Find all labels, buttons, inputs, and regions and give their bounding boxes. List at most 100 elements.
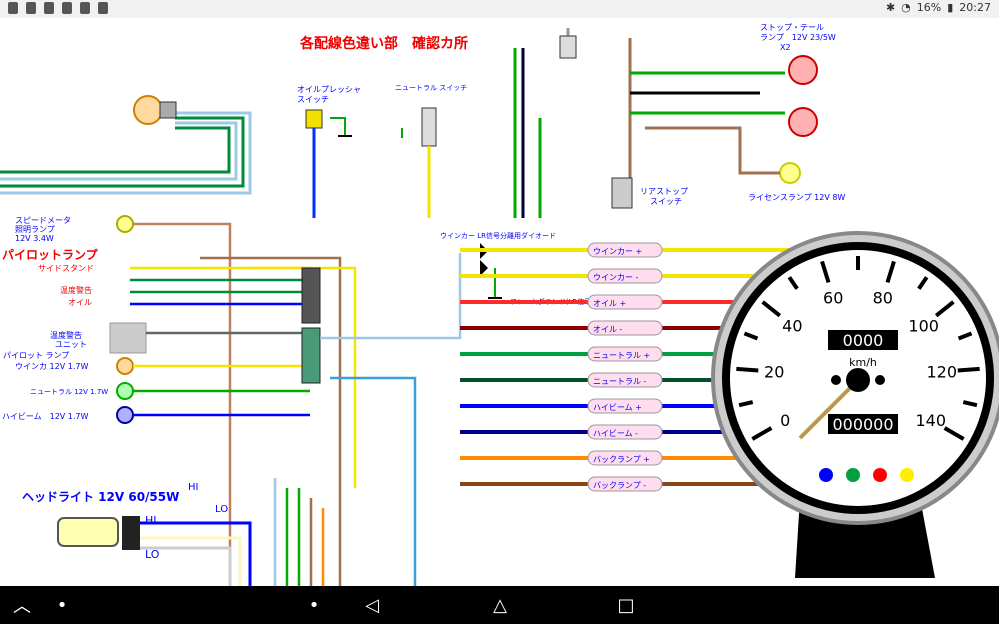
meter-tick-label: 20 xyxy=(764,363,784,382)
meter-tick-label: 60 xyxy=(823,289,843,308)
meter-tick xyxy=(962,400,978,408)
battery-icon: ▮ xyxy=(947,1,954,14)
hi-label: HI xyxy=(145,514,157,527)
back-button[interactable]: ◁ xyxy=(365,594,379,616)
meter-tick-label: 120 xyxy=(926,363,957,382)
lo-label-2: LO xyxy=(215,504,228,515)
temp-warn-label: 温度警告 xyxy=(60,285,92,295)
image-icon xyxy=(44,2,54,14)
app-icon xyxy=(98,2,108,14)
rear-stop-switch-icon xyxy=(611,177,633,209)
meter-indicators xyxy=(819,468,914,482)
shield-icon xyxy=(62,2,72,14)
meter-screw xyxy=(831,375,841,385)
trip-value: 000000 xyxy=(832,415,893,434)
indicator-light xyxy=(873,468,887,482)
image-icon xyxy=(26,2,36,14)
indicator-light xyxy=(900,468,914,482)
meter-tick-label: 140 xyxy=(915,411,946,430)
needle-hub xyxy=(846,368,870,392)
connector-block-a xyxy=(301,267,321,324)
tail-lamp-icon xyxy=(788,107,818,137)
wiring-diagram: 各配線色違い部 確認カ所 オイルプレッシャ スイッチ ニュートラル スイッチ ス… xyxy=(0,23,999,586)
connector-icon xyxy=(559,35,577,59)
highbeam-pilot-icon xyxy=(116,406,134,424)
rear-stop-label-2: スイッチ xyxy=(650,197,682,206)
stop-lamp-icon xyxy=(788,55,818,85)
temp-unit-label-2: ユニット xyxy=(55,340,87,349)
stop-tail-label-2: ランプ 12V 23/5W xyxy=(760,33,836,42)
meter-tick xyxy=(787,276,799,290)
headlight-label: ヘッドライト 12V 60/55W xyxy=(22,490,179,504)
side-stand-label: サイドスタンド xyxy=(38,264,94,273)
chevron-up-icon[interactable]: ︿ xyxy=(13,596,31,617)
speedo-lamp-label-3: 12V 3.4W xyxy=(15,234,54,243)
wire-tag-label: ハイビーム + xyxy=(593,403,642,412)
connector-block-b xyxy=(301,327,321,384)
neutral-pilot-icon xyxy=(116,382,134,400)
dot-icon: • xyxy=(56,594,68,616)
system-icons: ✱ ◔ 16% ▮ 20:27 xyxy=(886,1,991,14)
oil-switch-icon xyxy=(305,109,323,129)
recent-apps-button[interactable]: □ xyxy=(617,594,635,616)
license-lamp-label: ライセンスランプ 12V 8W xyxy=(748,193,845,202)
speedo-lamp-label-2: 照明ランプ xyxy=(15,225,55,234)
winker-pilot-icon xyxy=(116,357,134,375)
warning-icon xyxy=(80,2,90,14)
headlight-connector-icon xyxy=(122,516,140,550)
meter-tick-label: 40 xyxy=(782,317,802,336)
neutral-switch-label: ニュートラル スイッチ xyxy=(395,84,467,92)
meter-needle xyxy=(798,378,860,440)
pilot-lamp-label: パイロットランプ xyxy=(2,247,99,262)
wire-tag-label: オイル - xyxy=(593,325,623,334)
upper-left-wires xyxy=(0,111,252,195)
speed-unit: km/h xyxy=(849,356,877,369)
meter-tick xyxy=(917,276,929,290)
temp-unit-icon xyxy=(109,322,147,354)
battery-saver-icon xyxy=(8,2,18,14)
license-lamp-icon xyxy=(779,162,801,184)
pilot-wires xyxy=(130,222,417,586)
meter-tick-label: 100 xyxy=(908,317,939,336)
meter-tick xyxy=(738,400,754,408)
wire-tag-label: バックランプ - xyxy=(593,481,646,490)
trip-box xyxy=(828,414,898,434)
dot-icon: • xyxy=(308,594,320,616)
battery-percent: 16% xyxy=(916,1,942,14)
neutral-switch-icon xyxy=(421,107,437,147)
wire-tag-label: ウインカー + xyxy=(593,247,642,256)
wifi-icon: ◔ xyxy=(901,1,911,14)
odometer-box xyxy=(828,330,898,350)
wire-tag-label: オイル + xyxy=(593,299,626,308)
headlight-bulb-icon xyxy=(57,517,119,547)
home-button[interactable]: △ xyxy=(493,594,507,616)
speedo-lamp-label: スピードメータ xyxy=(15,216,71,225)
diagram-title: 各配線色違い部 確認カ所 xyxy=(299,35,468,52)
diode-label: ウインカー LR信号分離用ダイオード xyxy=(440,231,556,240)
neutral-lamp-label: ニュートラル 12V 1.7W xyxy=(30,388,108,396)
meter-tick xyxy=(743,331,759,341)
wire-tag-label: ニュートラル - xyxy=(593,377,647,386)
lamp-icon xyxy=(133,95,163,125)
bluetooth-icon: ✱ xyxy=(885,1,896,14)
indicator-light xyxy=(846,468,860,482)
meter-tick xyxy=(736,366,759,373)
bottom-wires xyxy=(273,478,325,586)
meter-tick xyxy=(934,300,955,318)
odometer-value: 0000 xyxy=(843,331,884,350)
stop-tail-label: ストップ・テール xyxy=(760,23,824,32)
nav-bar: ︿ • • ◁ △ □ xyxy=(0,586,999,624)
meter-screw xyxy=(875,375,885,385)
meter-tick xyxy=(885,260,896,284)
stop-tail-label-3: X2 xyxy=(780,43,791,52)
notification-icons xyxy=(8,2,108,14)
hi-label-2: HI xyxy=(188,482,198,493)
meter-tick xyxy=(957,331,973,341)
oil-label: オイル xyxy=(68,298,92,307)
oil-pressure-label-2: スイッチ xyxy=(297,95,329,104)
meter-tick xyxy=(943,426,965,441)
diode-icon xyxy=(480,260,488,276)
connector-icon xyxy=(159,101,177,119)
